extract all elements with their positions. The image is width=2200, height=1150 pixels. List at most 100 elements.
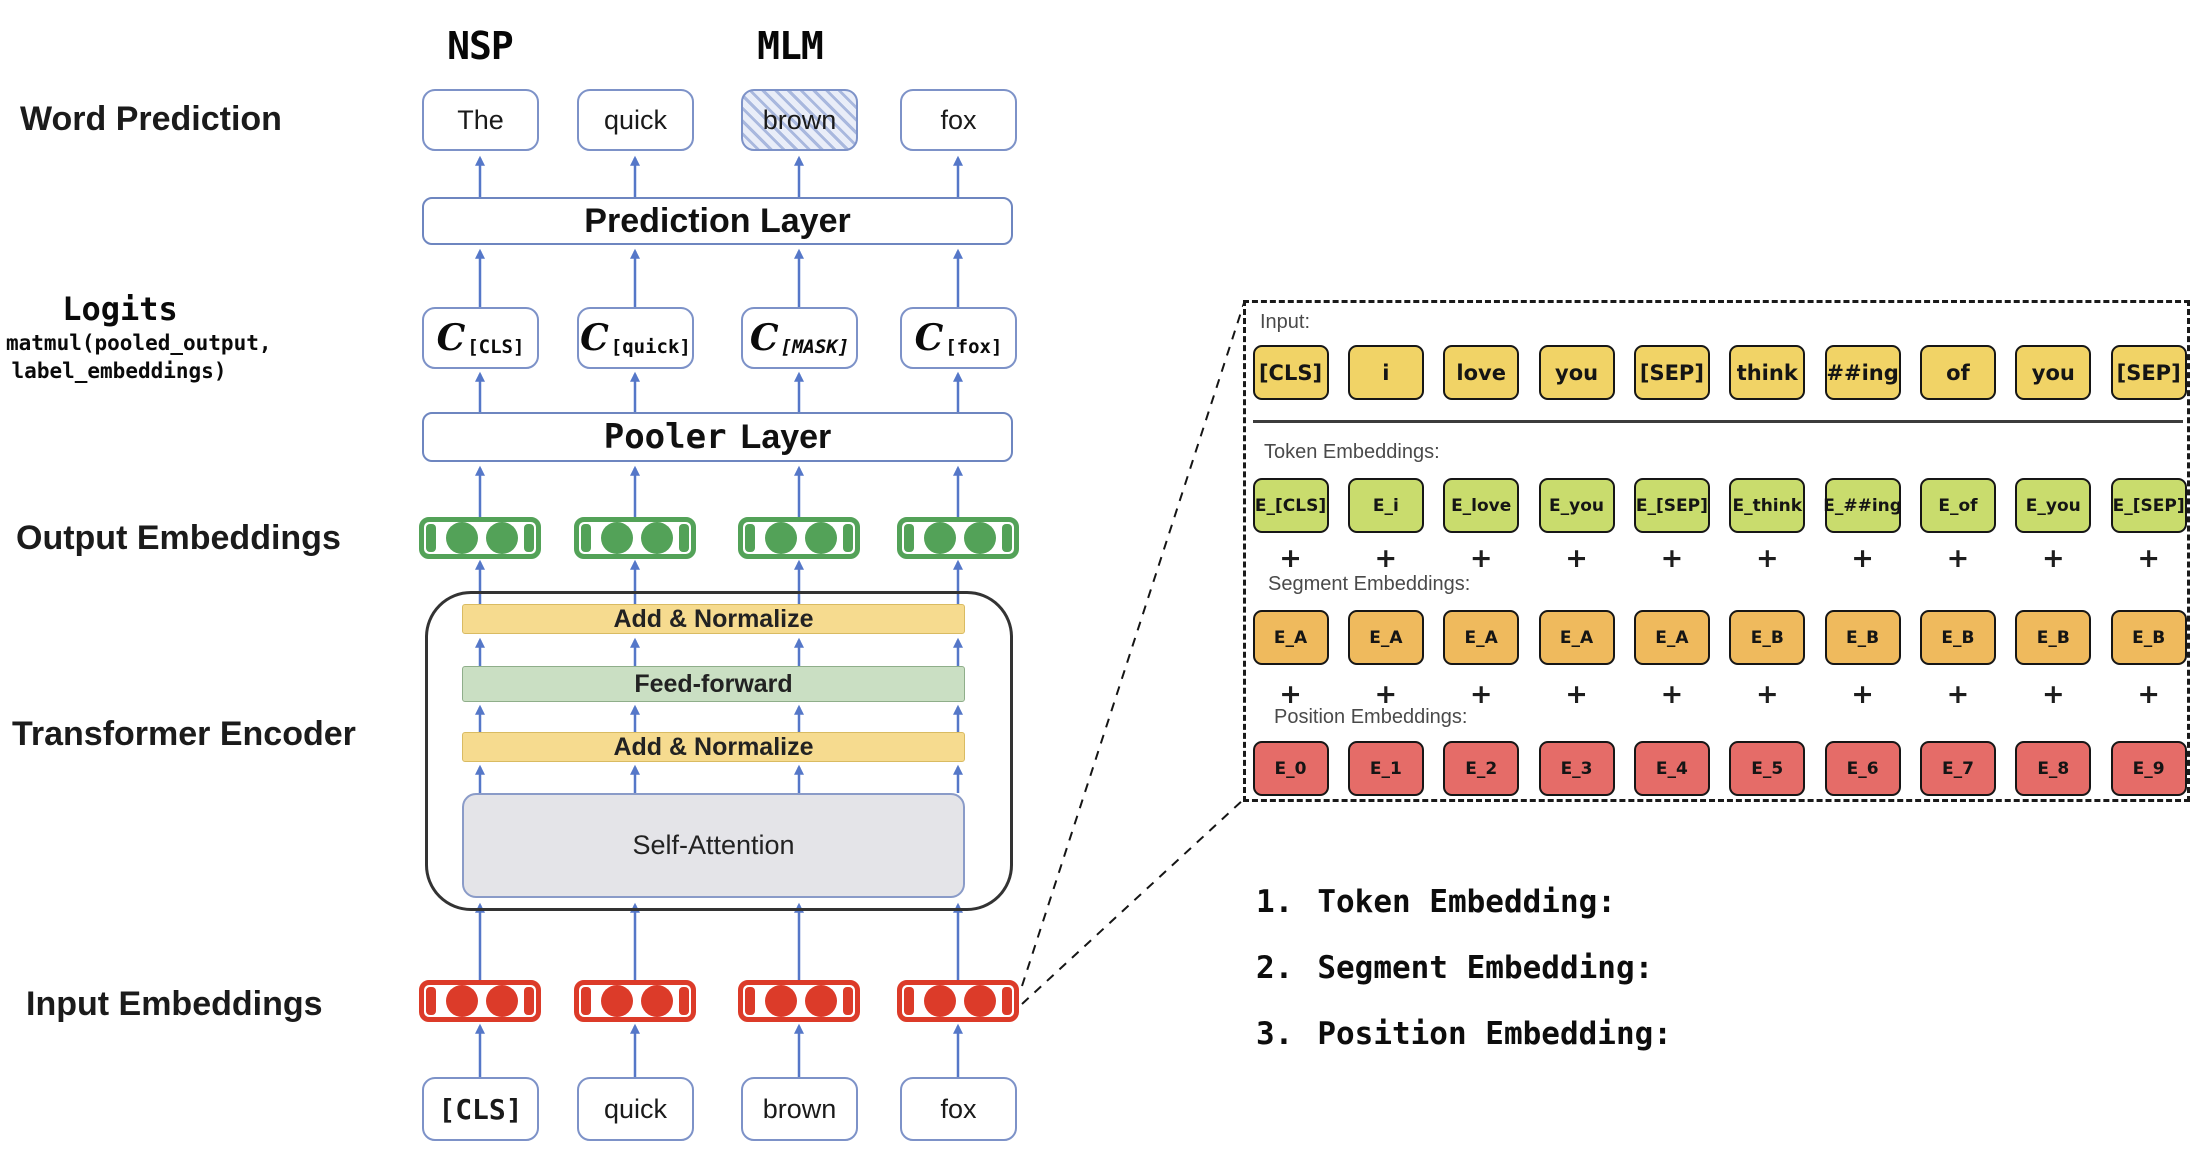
segment-embedding-chip-1: E_A (1347, 610, 1424, 665)
input-token-chip-5: think (1729, 345, 1806, 400)
capsule-end-left (904, 987, 914, 1015)
capsule-dot (601, 985, 633, 1017)
segment-embedding-chip-2: E_A (1443, 610, 1520, 665)
note-item-3: 3.Position Embedding: (1256, 1016, 1672, 1052)
segment-embedding-chip-8: E_B (2015, 610, 2092, 665)
plus-sign: + (1279, 543, 1302, 574)
position-embedding-chip-2: E_2 (1443, 741, 1520, 796)
note-number: 2. (1256, 950, 1294, 986)
capsule-dot (486, 985, 518, 1017)
encoder-layer-add-normalize-1: Add & Normalize (462, 604, 965, 634)
output-embedding-capsule (419, 517, 541, 559)
logit-symbol: C (580, 317, 609, 359)
position-embedding-chip-3: E_3 (1538, 741, 1615, 796)
segment-embedding-chip-3: E_A (1538, 610, 1615, 665)
input-token-chip-4: [SEP] (1633, 345, 1710, 400)
capsule-dot (641, 522, 673, 554)
output-embedding-capsule (738, 517, 860, 559)
plus-sign: + (1469, 543, 1493, 574)
token-embedding-chip-4: E_[SEP] (1633, 478, 1710, 533)
encoder-layer-self-attention: Self-Attention (462, 793, 965, 898)
prediction-layer-label: Prediction Layer (584, 201, 851, 240)
segment-embedding-chip-9: E_B (2110, 610, 2187, 665)
input-token-chip-2: love (1443, 345, 1520, 400)
mlm-label: MLM (757, 24, 824, 68)
plus-sign: + (1565, 679, 1588, 710)
logit-symbol: C (914, 317, 944, 359)
position-embedding-chip-5: E_5 (1729, 741, 1806, 796)
note-item-1: 1. Token Embedding: (1256, 884, 1616, 920)
token-embedding-chip-1: E_i (1347, 478, 1424, 533)
position-embedding-chip-4: E_4 (1633, 741, 1710, 796)
token-embeddings-label: Token Embeddings: (1264, 441, 1440, 463)
capsule-dot (641, 985, 673, 1017)
zoom-dashed-line (1021, 302, 1245, 987)
token-embedding-chip-5: E_think (1729, 478, 1806, 533)
capsule-dot (486, 522, 518, 554)
capsule-dot (924, 522, 956, 554)
capsule-end-right (679, 987, 689, 1015)
output-embedding-capsule (574, 517, 696, 559)
position-embedding-chip-9: E_9 (2110, 741, 2187, 796)
capsule-end-right (524, 524, 534, 552)
capsule-end-right (524, 987, 534, 1015)
plus-sign: + (2137, 543, 2160, 574)
plus-sign: + (1279, 679, 1302, 710)
flow-arrows (475, 155, 963, 1077)
input-token-box-fox: fox (900, 1077, 1017, 1141)
plus-sign: + (2137, 679, 2160, 710)
plus-sign: + (1374, 679, 1398, 710)
transformer-encoder-label: Transformer Encoder (12, 715, 356, 753)
capsule-end-left (904, 524, 914, 552)
token-embedding-chip-0: E_[CLS] (1252, 478, 1329, 533)
note-item-2: 2.Segment Embedding: (1256, 950, 1653, 986)
capsule-end-right (679, 524, 689, 552)
capsule-end-right (843, 987, 853, 1015)
capsule-dot (964, 985, 996, 1017)
position-embeddings-label: Position Embeddings: (1274, 706, 1468, 728)
token-embedding-chip-6: E_##ing (1823, 478, 1902, 533)
input-token-box-brown: brown (741, 1077, 858, 1141)
segment-embeddings-label: Segment Embeddings: (1268, 573, 1471, 595)
capsule-end-left (581, 987, 591, 1015)
capsule-end-right (1002, 524, 1012, 552)
capsule-end-left (745, 524, 755, 552)
plus-sign: + (1469, 679, 1493, 710)
logit-subscript: [fox] (945, 336, 1003, 358)
note-text: Token Embedding: (1317, 884, 1616, 920)
logit-box-[CLS]: C[CLS] (422, 307, 539, 369)
input-embedding-capsule (574, 980, 696, 1022)
input-embeddings-label: Input Embeddings (26, 985, 323, 1023)
input-token-chip-0: [CLS] (1252, 345, 1329, 400)
logit-box-[MASK]: C[MASK] (741, 307, 858, 369)
pooler-layer-box: Pooler Layer (422, 412, 1013, 462)
note-number: 1. (1256, 884, 1294, 920)
predicted-word-box-brown: brown (741, 89, 858, 151)
zoom-dashed-lines (1021, 302, 1245, 1005)
predicted-word-box-The: The (422, 89, 539, 151)
logits-label: Logits (62, 290, 178, 328)
encoder-layer-add-normalize-2: Add & Normalize (462, 732, 965, 762)
transformer-encoder-box (425, 591, 1013, 911)
capsule-dot (924, 985, 956, 1017)
input-token-box-quick: quick (577, 1077, 694, 1141)
plus-sign: + (1565, 543, 1588, 574)
input-token-chip-8: you (2015, 345, 2092, 400)
plus-sign: + (1755, 679, 1779, 710)
output-embedding-capsule (897, 517, 1019, 559)
logit-subscript: [MASK] (780, 336, 850, 358)
capsule-end-left (581, 524, 591, 552)
input-token-box-[CLS]: [CLS] (422, 1077, 539, 1141)
capsule-dot (765, 985, 797, 1017)
input-token-chip-9: [SEP] (2110, 345, 2187, 400)
plus-sign: + (2041, 679, 2065, 710)
panel-separator-line (1253, 420, 2183, 423)
plus-sign: + (2041, 543, 2065, 574)
segment-embedding-chip-5: E_B (1729, 610, 1806, 665)
input-token-chip-3: you (1538, 345, 1615, 400)
logit-symbol: C (749, 317, 779, 359)
embedding-zoom-panel: Input: Token Embeddings: Segment Embeddi… (1243, 300, 2190, 802)
segment-embedding-chip-4: E_A (1633, 610, 1710, 665)
plus-sign: + (1660, 543, 1684, 574)
